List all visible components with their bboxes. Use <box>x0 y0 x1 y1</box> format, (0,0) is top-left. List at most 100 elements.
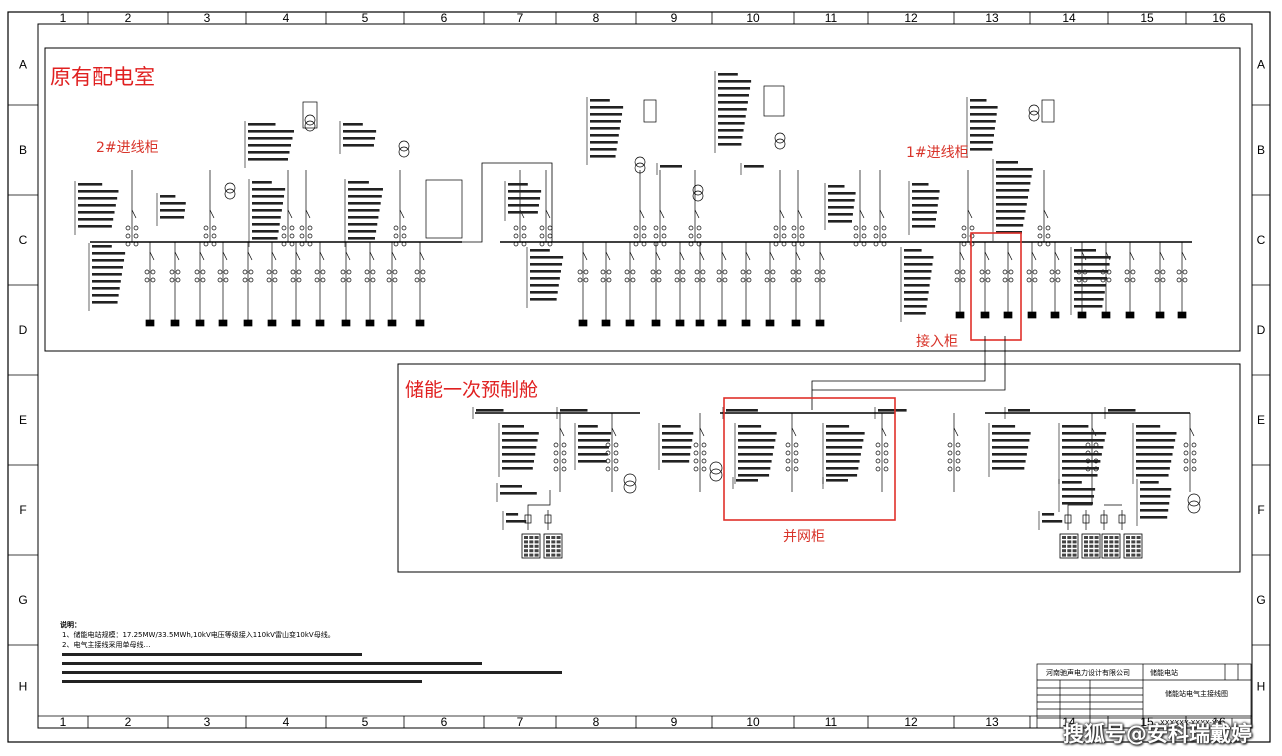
ct-symbol <box>881 225 887 231</box>
table-line <box>992 467 1025 470</box>
row-label-left: C <box>19 233 28 247</box>
table-line <box>508 183 528 186</box>
table-line <box>662 432 694 435</box>
table-line <box>828 192 856 195</box>
table-line <box>996 210 1026 213</box>
ct-symbol <box>701 442 707 448</box>
ct-symbol <box>793 450 799 456</box>
battery-cell <box>1126 544 1130 548</box>
breaker-symbol <box>797 209 803 219</box>
table-line <box>1062 481 1082 484</box>
ct-symbol <box>873 241 879 247</box>
battery-cell <box>1067 549 1072 553</box>
load-symbol <box>341 319 351 327</box>
table-line <box>718 101 748 104</box>
watermark: 搜狐号@安科瑞戴婷 <box>1063 722 1252 746</box>
table-line <box>738 439 776 442</box>
table-line <box>1062 467 1099 470</box>
table-line <box>92 273 122 276</box>
transformer-icon <box>1028 110 1040 122</box>
table-line <box>1136 453 1173 456</box>
original-room-title: 原有配电室 <box>50 65 155 89</box>
grid-cabinet-highlight <box>723 397 896 521</box>
battery-cell <box>556 549 561 553</box>
ct-symbol <box>814 277 820 283</box>
parameter-table <box>822 423 865 484</box>
ct-symbol <box>513 233 519 239</box>
table-line <box>718 87 751 90</box>
table-line <box>904 284 930 287</box>
ct-symbol <box>296 277 302 283</box>
ct-symbol <box>211 233 217 239</box>
table-line <box>530 256 564 259</box>
parameter-table <box>88 243 126 311</box>
load-symbol <box>170 319 180 327</box>
battery-cell <box>529 536 534 539</box>
ct-symbol <box>1182 277 1188 283</box>
table-line <box>1062 502 1093 505</box>
cable-to-grid-cabinet-1 <box>811 336 986 410</box>
column-label-top: 14 <box>1062 11 1076 25</box>
battery-cell <box>1089 553 1094 557</box>
table-line <box>590 113 623 116</box>
column-label-bottom: 4 <box>283 715 290 729</box>
table-line <box>530 277 560 280</box>
ct-symbol <box>624 277 630 283</box>
ct-symbol <box>653 241 659 247</box>
breaker-symbol <box>679 251 685 261</box>
breaker-symbol <box>319 251 325 261</box>
ct-symbol <box>875 458 881 464</box>
ct-symbol <box>125 241 131 247</box>
breaker-symbol <box>605 251 611 261</box>
ct-symbol <box>773 233 779 239</box>
load-symbol <box>741 319 751 327</box>
load-symbol <box>365 319 375 327</box>
table-line <box>252 216 281 219</box>
column-label-top: 11 <box>825 11 838 25</box>
breaker-symbol <box>287 209 293 219</box>
breaker-symbol <box>174 251 180 261</box>
ct-symbol <box>296 269 302 275</box>
table-line <box>252 223 280 226</box>
table-line <box>1062 488 1096 491</box>
table-line <box>248 144 291 147</box>
column-label-bottom: 7 <box>517 715 524 729</box>
table-line <box>1042 520 1063 523</box>
row-label-left: A <box>19 58 27 72</box>
battery-cell <box>556 536 561 539</box>
ct-symbol <box>1130 277 1136 283</box>
ct-symbol <box>203 233 209 239</box>
ct-symbol <box>370 277 376 283</box>
column-label-top: 1 <box>60 11 67 25</box>
battery-frame <box>543 533 563 559</box>
breaker-symbol <box>1007 251 1013 261</box>
table-line <box>1140 495 1171 498</box>
table-line <box>718 136 743 139</box>
ct-symbol <box>799 225 805 231</box>
table-line <box>590 120 621 123</box>
ct-symbol <box>553 442 559 448</box>
ct-symbol <box>960 277 966 283</box>
ct-symbol <box>955 458 961 464</box>
breaker-symbol <box>699 251 705 261</box>
table-line <box>1136 460 1172 463</box>
ct-symbol <box>985 277 991 283</box>
ct-symbol <box>577 269 583 275</box>
ct-symbol <box>624 269 630 275</box>
parameter-table <box>1104 407 1136 419</box>
battery-cell <box>1136 553 1141 557</box>
transformer-icon <box>634 156 646 168</box>
load-symbol <box>651 319 661 327</box>
table-line <box>718 129 744 132</box>
ct-symbol <box>853 241 859 247</box>
battery-cell <box>1062 540 1066 544</box>
row-label-right: H <box>1257 680 1266 694</box>
ct-symbol <box>370 269 376 275</box>
row-label-left: E <box>19 413 27 427</box>
table-line <box>826 453 861 456</box>
ct-symbol <box>420 269 426 275</box>
ct-symbol <box>853 225 859 231</box>
battery-pack <box>521 533 541 559</box>
row-label-right: D <box>1257 323 1266 337</box>
ct-symbol <box>553 450 559 456</box>
